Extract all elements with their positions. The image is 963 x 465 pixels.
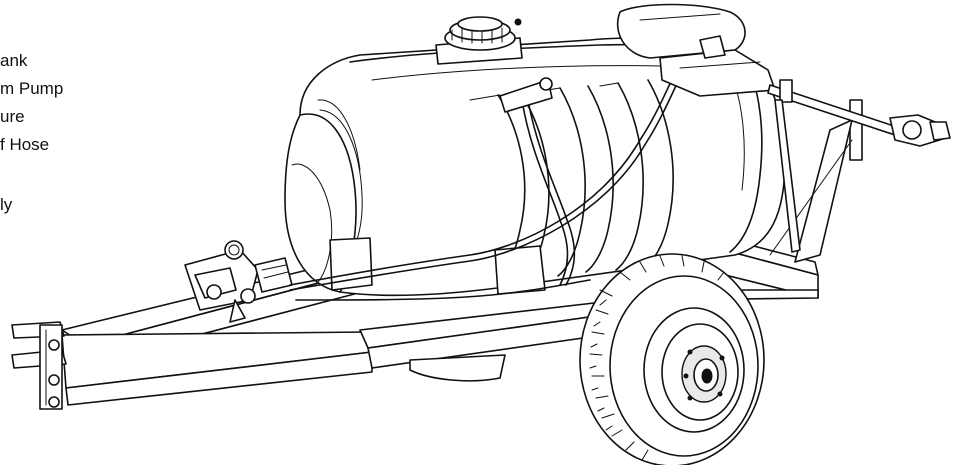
callout-labels: ank m Pump ure f Hose ly: [0, 0, 260, 465]
rear-wheel: [409, 354, 506, 382]
label-hose: f Hose: [0, 135, 50, 154]
label-pressure: ure: [0, 107, 25, 126]
wheel: [579, 253, 765, 465]
hoses: [289, 64, 687, 301]
boom: [767, 79, 951, 253]
label-pump: m Pump: [0, 79, 64, 98]
pump-assembly: [184, 240, 293, 323]
control-valve: [499, 35, 776, 113]
label-assembly: ly: [0, 195, 13, 214]
tank: [284, 3, 786, 297]
label-tank: ank: [0, 51, 28, 70]
